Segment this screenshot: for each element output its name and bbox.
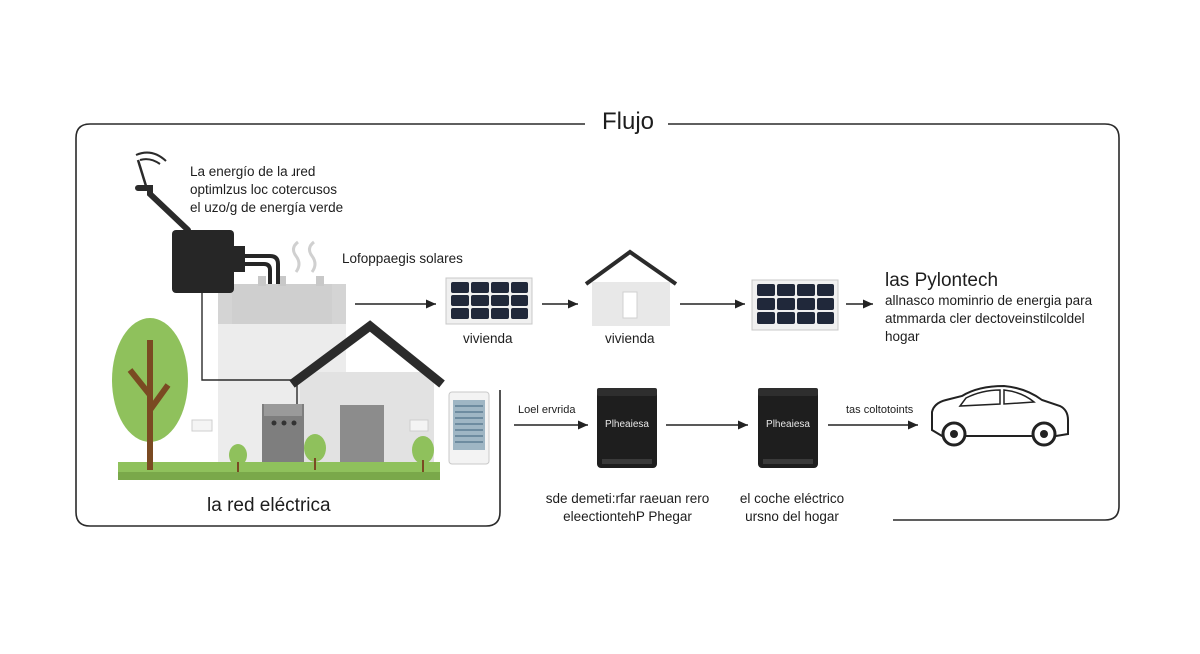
pylontech-desc: hogar (885, 329, 920, 344)
meter-box (262, 404, 304, 464)
row2-left-label: Loel ervrida (518, 404, 576, 416)
grid-connection-icon (135, 151, 280, 293)
diagram-frame (75, 123, 1120, 527)
solar-panel-icon (445, 277, 533, 325)
diagram-title: Flujo (598, 108, 659, 136)
pylontech-title: las Pylontech (885, 270, 999, 291)
solar-panels-label: Lofoppaegis solares (342, 251, 463, 266)
caption-line: sde demeti:rfar raeuan rero (545, 491, 710, 506)
roof (289, 320, 445, 388)
house-caption: vivienda (605, 331, 655, 346)
tree-icon (112, 318, 188, 470)
battery1-caption: sde demeti:rfar raeuan rero eleectionteh… (545, 490, 710, 526)
grid-note: La energío de la ɹred optimlzus loc cote… (190, 163, 380, 217)
house-icon (584, 249, 678, 326)
grid-note-line: optimlzus loc cotercusos (190, 182, 338, 197)
caption-line: ursno del hogar (745, 509, 839, 524)
shrub-icon (229, 434, 434, 472)
caption-line: el coche eléctrico (739, 491, 845, 506)
chimney-icon (291, 240, 317, 273)
electric-car-icon (931, 384, 1069, 447)
battery-icon (758, 388, 818, 468)
caption-line: eleectiontehP Phegar (563, 509, 692, 524)
battery-icon (597, 388, 657, 468)
pylontech-block: las Pylontech allnasco mominrio de energ… (885, 270, 1110, 346)
grid-note-line: el uzo/g de energía verde (190, 200, 344, 215)
grid-note-line: La energío de la ɹred (190, 164, 316, 179)
grid-house-scene (112, 151, 490, 480)
battery-label: Plheaiesa (605, 419, 649, 430)
ground (118, 462, 440, 472)
solar-caption: vivienda (463, 331, 513, 346)
smart-meter-display-icon (448, 391, 490, 465)
pylontech-desc: atmmarda cler dectoveinstilcoldel (885, 311, 1085, 326)
pylontech-desc: allnasco mominrio de energia para (885, 293, 1093, 308)
battery-label: Plheaiesa (766, 419, 810, 430)
door (340, 405, 384, 464)
solar-panel-icon (751, 279, 839, 331)
car-label: tas coltotoints (846, 404, 914, 416)
grid-label: la red eléctrica (207, 495, 331, 516)
battery2-caption: el coche eléctrico ursno del hogar (722, 490, 862, 526)
